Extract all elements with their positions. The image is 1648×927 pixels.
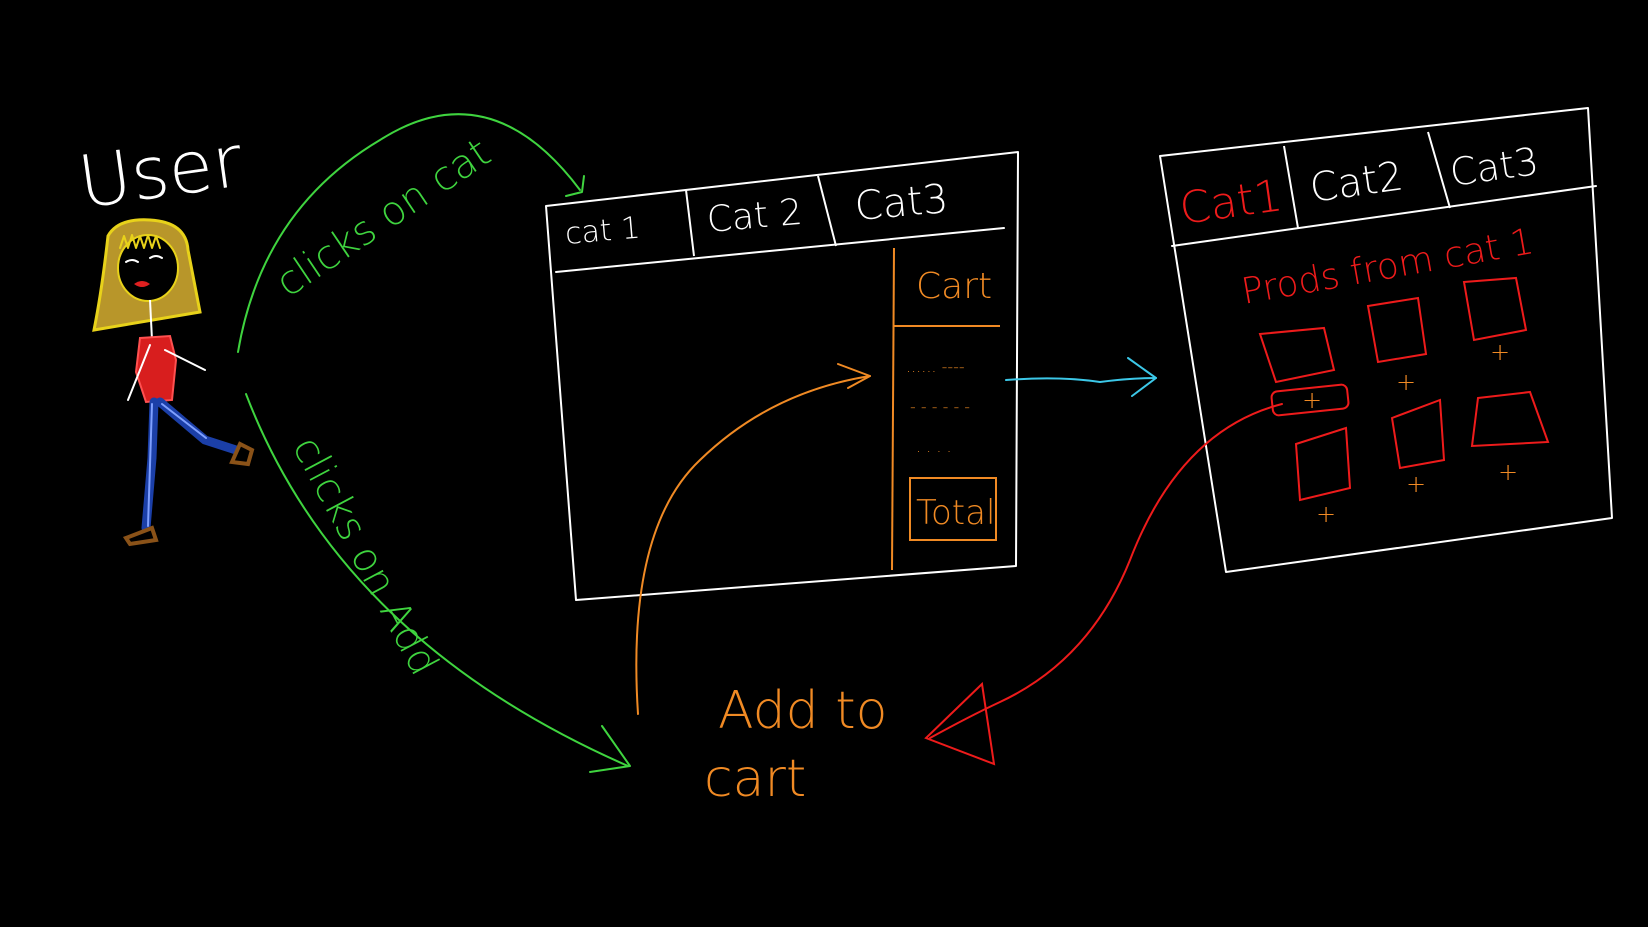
red-arrow-from-product [929,403,1283,739]
add-to-cart-action: Add to cart [635,363,1283,809]
cart-line-1: ...... ---- [906,357,965,376]
cart-total-label: Total [916,493,995,533]
user-shoe-left [122,525,159,547]
user-neck [149,299,153,341]
window1-tab-separator-1 [685,189,695,257]
product-card[interactable] [1390,398,1446,470]
cart-line-3: . . . . [916,437,952,456]
add-plus-button[interactable]: + [1490,338,1510,366]
window1-tab-cat3[interactable]: Cat3 [853,176,950,230]
user-eyes [125,255,163,263]
window1-frame [545,151,1019,601]
cyan-arrow-line [1005,377,1157,383]
window1-tab-cat2[interactable]: Cat 2 [705,192,804,241]
user-shoe-right [229,441,255,467]
user-leg-highlight [147,403,207,527]
add-to-cart-highlight[interactable] [1270,383,1350,417]
cart-panel-left-border [891,247,895,571]
product-card[interactable] [1470,390,1550,448]
window2-tab-bar-divider [1171,185,1597,247]
cyan-transition-arrow [1005,357,1157,397]
window1-tab-bar-divider [555,227,1005,273]
cart-total-box[interactable] [909,477,997,541]
add-plus-button[interactable]: + [1498,458,1518,486]
user-arms [127,344,206,401]
product-card[interactable] [1294,426,1352,502]
window1-tab-cat1[interactable]: cat 1 [564,211,642,252]
cyan-arrowhead [1127,357,1157,397]
add-plus-button[interactable]: + [1396,368,1416,396]
product-card[interactable] [1258,326,1336,384]
window1-tab-separator-2 [817,175,837,247]
cart-panel: Cart ...... ---- - - - - - - . . . . Tot… [891,247,1000,571]
add-plus-button[interactable]: + [1406,470,1426,498]
clicks-on-add-arrow [245,393,629,767]
cart-title: Cart [916,266,992,307]
red-arrowhead [924,681,996,766]
user-shirt [134,334,178,404]
orange-arrow-to-cart [635,375,871,715]
orange-arrowhead [837,363,871,389]
add-plus-button[interactable]: + [1316,500,1336,528]
clicks-on-cat-arrow [237,113,581,353]
add-to-cart-label-line2: cart [704,749,806,809]
clicks-on-cat-arrowhead [565,175,585,197]
add-plus-button[interactable]: + [1302,386,1322,414]
window-cart-view: cat 1 Cat 2 Cat3 Cart ...... ---- - - - … [545,151,1019,601]
clicks-on-add-arrowhead [589,725,631,773]
product-card[interactable] [1462,276,1528,342]
product-card[interactable] [1366,296,1428,364]
window2-tab-separator-2 [1427,131,1451,209]
product-grid: + + + + + + [1258,276,1550,528]
cart-line-2: - - - - - - [910,397,970,416]
window2-tab-separator-1 [1283,145,1299,229]
user-mouth [134,281,150,287]
window2-frame [1159,107,1613,573]
user-bangs [119,234,161,249]
add-to-cart-label-line1: Add to [718,681,887,741]
